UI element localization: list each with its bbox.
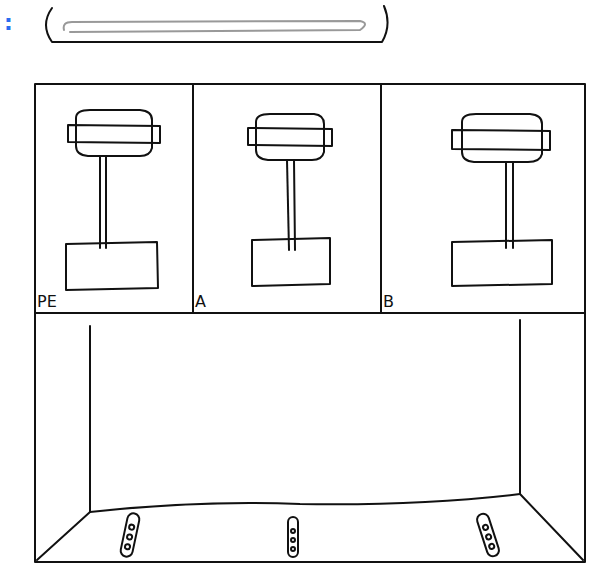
sample-tube [120, 512, 141, 558]
grid-line [380, 84, 382, 313]
sample-tube [288, 517, 298, 557]
cell-label: A [195, 292, 206, 311]
figure-cell: B [381, 84, 585, 313]
tube-outline [46, 6, 388, 42]
pin-figure [66, 110, 160, 290]
pin-figure [248, 114, 332, 286]
figure-cell: A [193, 84, 381, 313]
grid-line [35, 312, 585, 314]
cell-label: B [383, 292, 394, 311]
sample-tube [475, 512, 500, 558]
grid-line [192, 84, 194, 313]
tray-outline [37, 320, 583, 560]
figure-cell: PE [35, 84, 193, 313]
tube-inner-line [64, 21, 365, 32]
grid-frame [35, 84, 585, 562]
cell-label: PE [37, 292, 57, 311]
pin-figure [452, 114, 552, 286]
fragment-label: : [4, 10, 13, 35]
